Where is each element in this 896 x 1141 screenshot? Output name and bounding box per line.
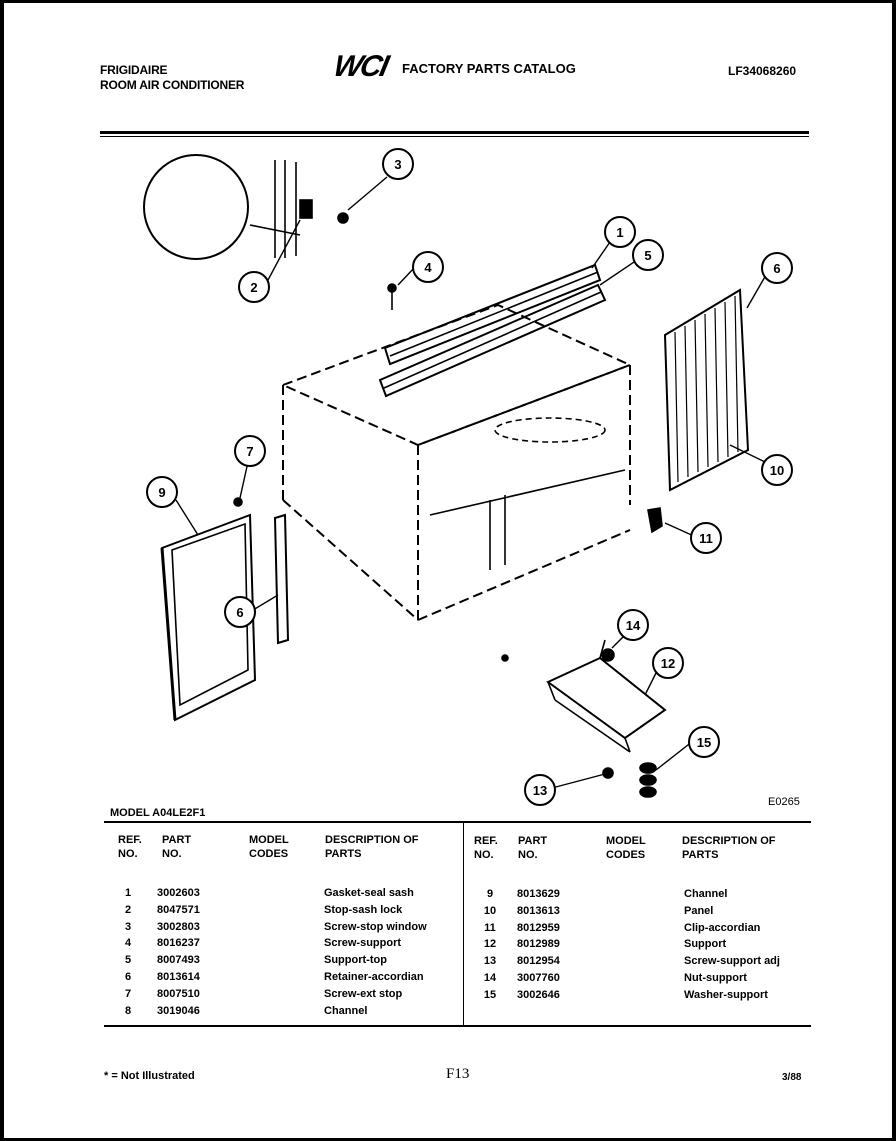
callout-label: 12 (661, 656, 675, 671)
col-header-part: PART NO. (162, 834, 192, 860)
callout-label: 2 (250, 280, 257, 295)
wci-logo: WCI (330, 50, 390, 83)
callout-label: 15 (697, 735, 711, 750)
product-name: ROOM AIR CONDITIONER (100, 78, 245, 92)
callout-label: 3 (394, 157, 401, 172)
callout-3 (382, 148, 414, 180)
diagram-code: E0265 (768, 796, 800, 808)
footnote: * = Not Illustrated (104, 1070, 195, 1082)
callout-label: 14 (626, 618, 641, 633)
table-bottom-rule (104, 1025, 811, 1027)
callout-4 (412, 251, 444, 283)
header-rule (100, 131, 809, 134)
callout-6-right (761, 252, 793, 284)
callout-label: 4 (424, 260, 432, 275)
model-number: MODEL A04LE2F1 (110, 807, 206, 819)
exploded-parts-diagram: 3 2 4 1 5 6 10 11 12 14 15 13 7 9 6 (143, 148, 793, 806)
col-header-part: PART NO. (518, 835, 548, 861)
col-header-desc: DESCRIPTION OF PARTS (325, 834, 419, 860)
col-header-ref: REF. NO. (118, 834, 142, 860)
callout-label: 11 (699, 531, 713, 546)
brand-name: FRIGIDAIRE (100, 63, 168, 77)
detail-magnifier (143, 154, 249, 260)
table-top-rule (104, 821, 811, 823)
callout-label: 5 (644, 248, 651, 263)
callout-label: 1 (616, 225, 623, 240)
col-header-model: MODEL CODES (606, 835, 646, 861)
page-number: F13 (446, 1066, 470, 1082)
header-brand-block: FRIGIDAIRE ROOM AIR CONDITIONER (100, 63, 244, 93)
callout-11 (690, 522, 722, 554)
col-header-ref: REF. NO. (474, 835, 498, 861)
callout-12 (652, 647, 684, 679)
col-header-desc: DESCRIPTION OF PARTS (682, 835, 776, 861)
callout-9 (146, 476, 178, 508)
revision-date: 3/88 (782, 1072, 802, 1083)
col-header-model: MODEL CODES (249, 834, 289, 860)
catalog-title: FACTORY PARTS CATALOG (402, 61, 576, 76)
callout-1 (604, 216, 636, 248)
callout-6-left (224, 596, 256, 628)
callout-label: 7 (246, 444, 253, 459)
callout-label: 6 (773, 261, 780, 276)
callout-label: 13 (533, 783, 547, 798)
callout-2 (238, 271, 270, 303)
callout-10 (761, 454, 793, 486)
catalog-number: LF34068260 (728, 64, 797, 78)
callout-label: 9 (158, 485, 165, 500)
callout-13 (524, 774, 556, 806)
callout-label: 6 (236, 605, 243, 620)
callout-label: 10 (770, 463, 784, 478)
callout-15 (688, 726, 720, 758)
callout-14 (617, 609, 649, 641)
table-divider (463, 823, 464, 1025)
callout-7 (234, 435, 266, 467)
header-rule-thin (100, 136, 809, 137)
callout-5 (632, 239, 664, 271)
